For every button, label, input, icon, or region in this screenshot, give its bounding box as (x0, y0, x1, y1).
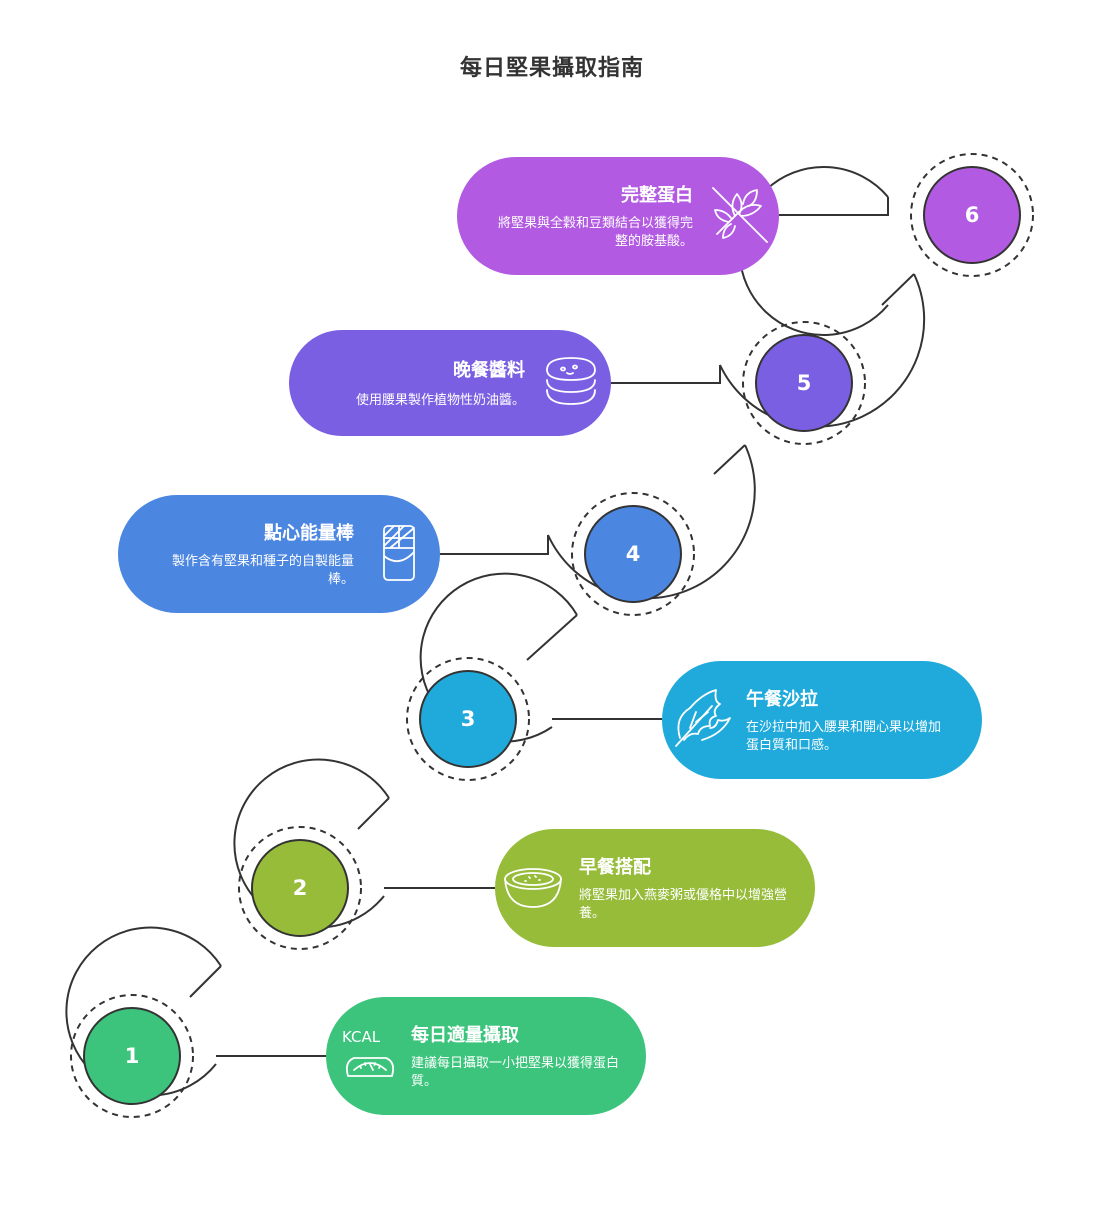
bowl-icon (504, 868, 562, 908)
connector-lines (216, 197, 889, 1057)
dashed-ring-1 (70, 994, 194, 1118)
step-desc-4: 製作含有堅果和種子的自製能量棒。 (171, 554, 354, 587)
step-number-4: 4 (625, 542, 641, 566)
step-card-5: 晚餐醬料 使用腰果製作植物性奶油醬。 (289, 330, 611, 436)
dashed-ring-3 (406, 657, 530, 781)
number-circles (83, 166, 1021, 1105)
connector-4 (440, 535, 549, 555)
connector-6 (779, 197, 889, 216)
step-number-6: 6 (964, 203, 980, 227)
step-title-1: 每日適量攝取 (411, 1025, 519, 1046)
step-desc-5: 使用腰果製作植物性奶油醬。 (355, 393, 525, 408)
step-number-5: 5 (796, 371, 812, 395)
page-title: 每日堅果攝取指南 (459, 56, 644, 81)
step-title-5: 晚餐醬料 (453, 360, 525, 381)
number-circle-1 (83, 1007, 181, 1105)
kcal-label: KCAL (342, 1028, 381, 1046)
number-circle-6 (923, 166, 1021, 264)
step-title-3: 午餐沙拉 (746, 689, 818, 710)
kcal-scale-icon: KCAL (342, 1028, 395, 1077)
number-circle-2 (251, 839, 349, 937)
number-circle-4 (584, 505, 682, 603)
energy-bar-icon (383, 525, 415, 581)
step-title-2: 早餐搭配 (579, 857, 651, 878)
number-circle-3 (419, 670, 517, 768)
step-desc-2: 將堅果加入燕麥粥或優格中以增強營養。 (579, 888, 788, 921)
step-number-3: 3 (460, 707, 476, 731)
ring-link-1-2 (189, 965, 222, 998)
step-number-2: 2 (292, 876, 308, 900)
dashed-ring-5 (742, 321, 866, 445)
ring-link-2-3 (357, 797, 390, 830)
step-title-6: 完整蛋白 (621, 185, 693, 206)
step-card-3: 午餐沙拉 在沙拉中加入腰果和開心果以增加蛋白質和口感。 (662, 661, 982, 779)
dashed-rings (70, 153, 1034, 1118)
no-grain-icon (712, 187, 768, 243)
leaf-icon (675, 689, 731, 747)
number-circle-5 (755, 334, 853, 432)
step-desc-1: 建議每日攝取一小把堅果以獲得蛋白質。 (411, 1056, 620, 1089)
ring-links (189, 273, 915, 998)
cushion-icon (546, 357, 596, 405)
outer-ring-4 (547, 444, 756, 600)
ring-link-5-6 (881, 273, 915, 306)
step-card-6: 完整蛋白 將堅果與全穀和豆類結合以獲得完整的胺基酸。 (457, 157, 779, 275)
outer-ring-5 (719, 273, 926, 428)
step-number-1: 1 (124, 1044, 140, 1068)
step-card-4: 點心能量棒 製作含有堅果和種子的自製能量棒。 (118, 495, 440, 613)
step-title-4: 點心能量棒 (264, 523, 354, 544)
step-card-2: 早餐搭配 將堅果加入燕麥粥或優格中以增強營養。 (495, 829, 815, 947)
step-desc-3: 在沙拉中加入腰果和開心果以增加蛋白質和口感。 (746, 720, 942, 753)
ring-link-4-5 (713, 444, 746, 475)
dashed-ring-6 (910, 153, 1034, 277)
ring-link-3-4 (526, 614, 578, 661)
connector-5 (611, 365, 721, 384)
dashed-ring-4 (571, 492, 695, 616)
step-card-1: KCAL 每日適量攝取 建議每日攝取一小把堅果以獲得蛋白質。 (326, 997, 646, 1115)
step-desc-6: 將堅果與全穀和豆類結合以獲得完整的胺基酸。 (497, 216, 693, 249)
outer-rings (65, 166, 926, 1097)
dashed-ring-2 (238, 826, 362, 950)
